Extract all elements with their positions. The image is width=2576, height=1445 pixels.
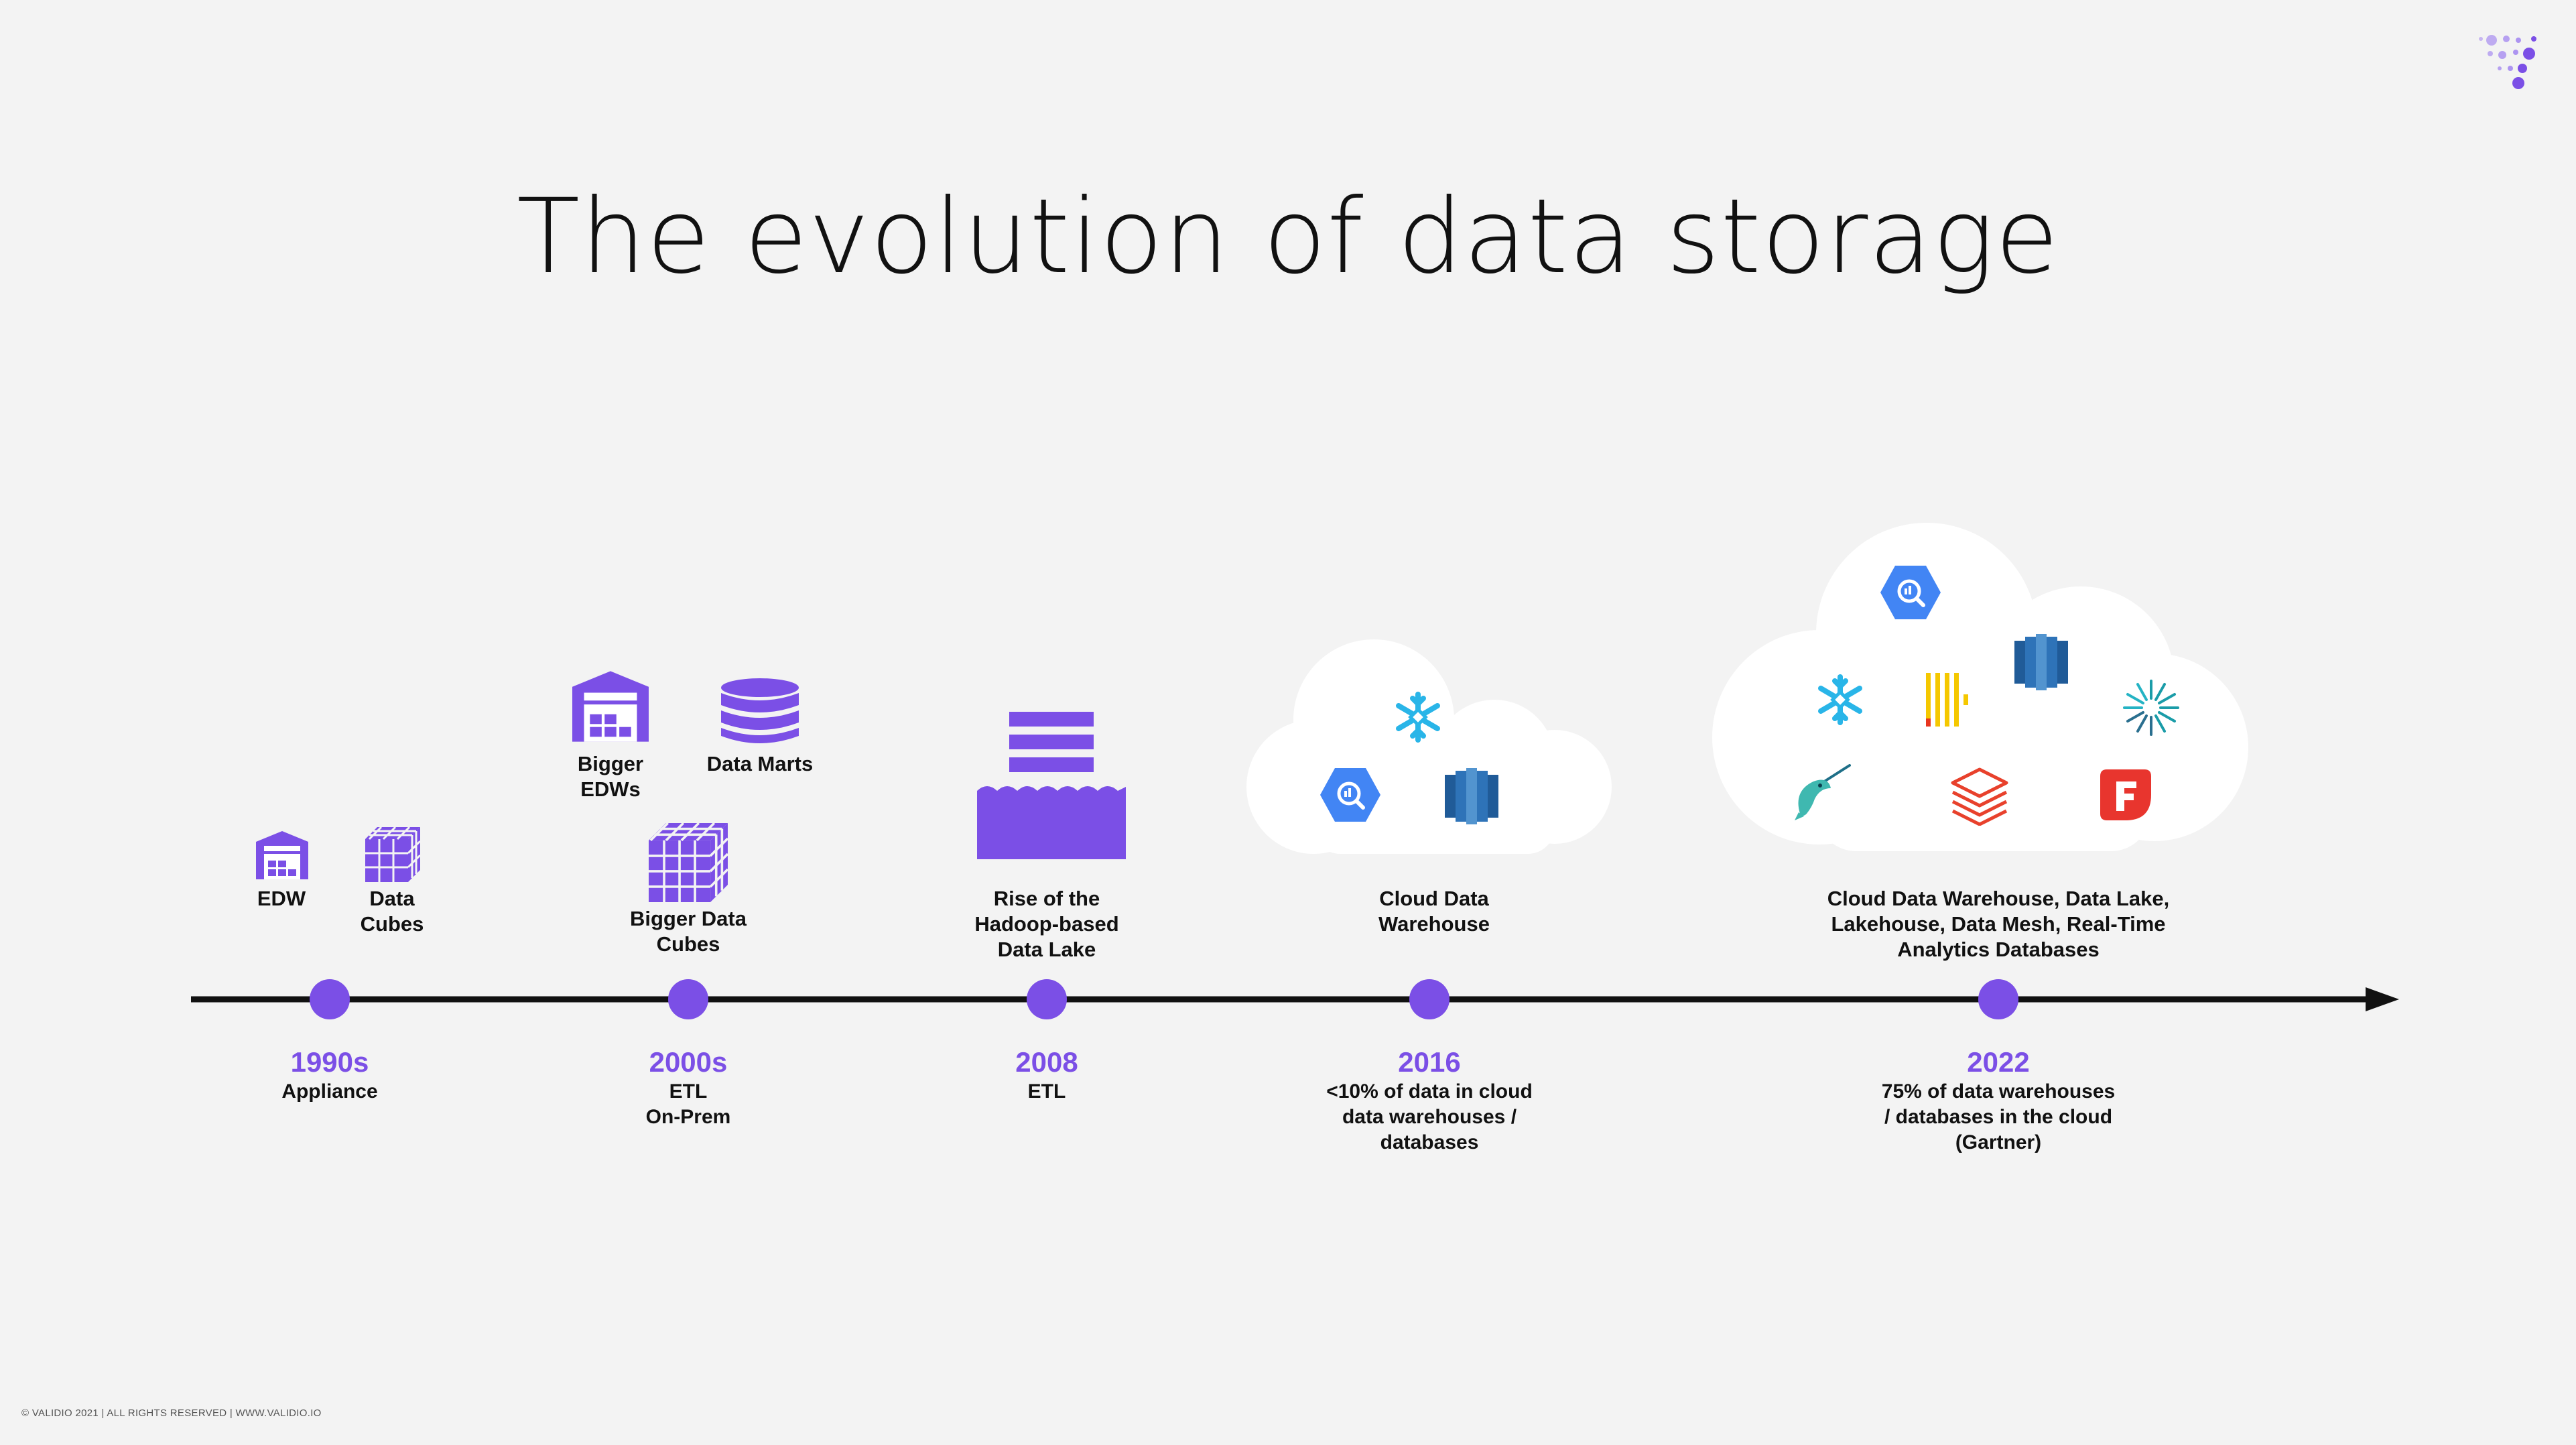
era-year: 1990s <box>290 1046 369 1078</box>
era-description: 75% of data warehouses / databases in th… <box>1881 1080 2116 1153</box>
timeline-dot-1990s <box>310 979 350 1019</box>
era-item-label: Cloud Data Warehouse, Data Lake, Lakehou… <box>1827 887 2170 961</box>
era-year: 2022 <box>1967 1046 2030 1078</box>
cube-grid-icon <box>365 827 420 882</box>
era-description: ETL On-Prem <box>645 1080 731 1128</box>
redshift-icon <box>2014 634 2068 690</box>
era-year: 2016 <box>1398 1046 1461 1078</box>
era-year: 2000s <box>649 1046 728 1078</box>
era-item-label: Cloud Data Warehouse <box>1378 887 1490 936</box>
clickhouse-icon <box>1926 673 1968 727</box>
snowflake-icon <box>1818 674 1862 725</box>
timeline-dot-2008 <box>1027 979 1067 1019</box>
firebolt-icon <box>2100 769 2151 820</box>
snowflake-icon <box>1396 692 1440 743</box>
timeline-dot-2016 <box>1409 979 1450 1019</box>
warehouse-icon <box>256 831 308 879</box>
databricks-icon <box>1951 767 2008 826</box>
timeline-dot-2000s <box>668 979 708 1019</box>
timeline-arrowhead <box>2366 987 2399 1011</box>
era-description: ETL <box>1027 1080 1066 1103</box>
narwhal-icon <box>1795 764 1851 820</box>
page-title: The evolution of data storage <box>517 177 2059 297</box>
cube-grid-icon <box>649 823 728 902</box>
era-year: 2008 <box>1015 1046 1078 1078</box>
era-item-label: Data Marts <box>706 752 814 775</box>
redshift-icon <box>1445 768 1498 824</box>
validio-logo-icon <box>2479 35 2536 89</box>
cloud-icon <box>1712 523 2248 851</box>
era-item-label: EDW <box>257 887 306 910</box>
era-item-label: Bigger EDWs <box>577 752 644 801</box>
era-description: <10% of data in cloud data warehouses / … <box>1326 1080 1533 1153</box>
bigquery-icon <box>1880 566 1941 619</box>
footer-copyright: © VALIDIO 2021 | ALL RIGHTS RESERVED | W… <box>21 1407 322 1419</box>
database-icon <box>721 678 799 743</box>
bigquery-icon <box>1320 768 1380 822</box>
era-item-label: Rise of the Hadoop-based Data Lake <box>974 887 1119 961</box>
era-description: Appliance <box>281 1080 378 1103</box>
data-lake-icon <box>977 712 1126 859</box>
era-item-label: Bigger Data Cubes <box>630 907 747 956</box>
era-item-label: Data Cubes <box>360 887 424 936</box>
starburst-icon <box>2123 680 2179 736</box>
timeline-dot-2022 <box>1978 979 2018 1019</box>
warehouse-icon <box>572 671 649 742</box>
